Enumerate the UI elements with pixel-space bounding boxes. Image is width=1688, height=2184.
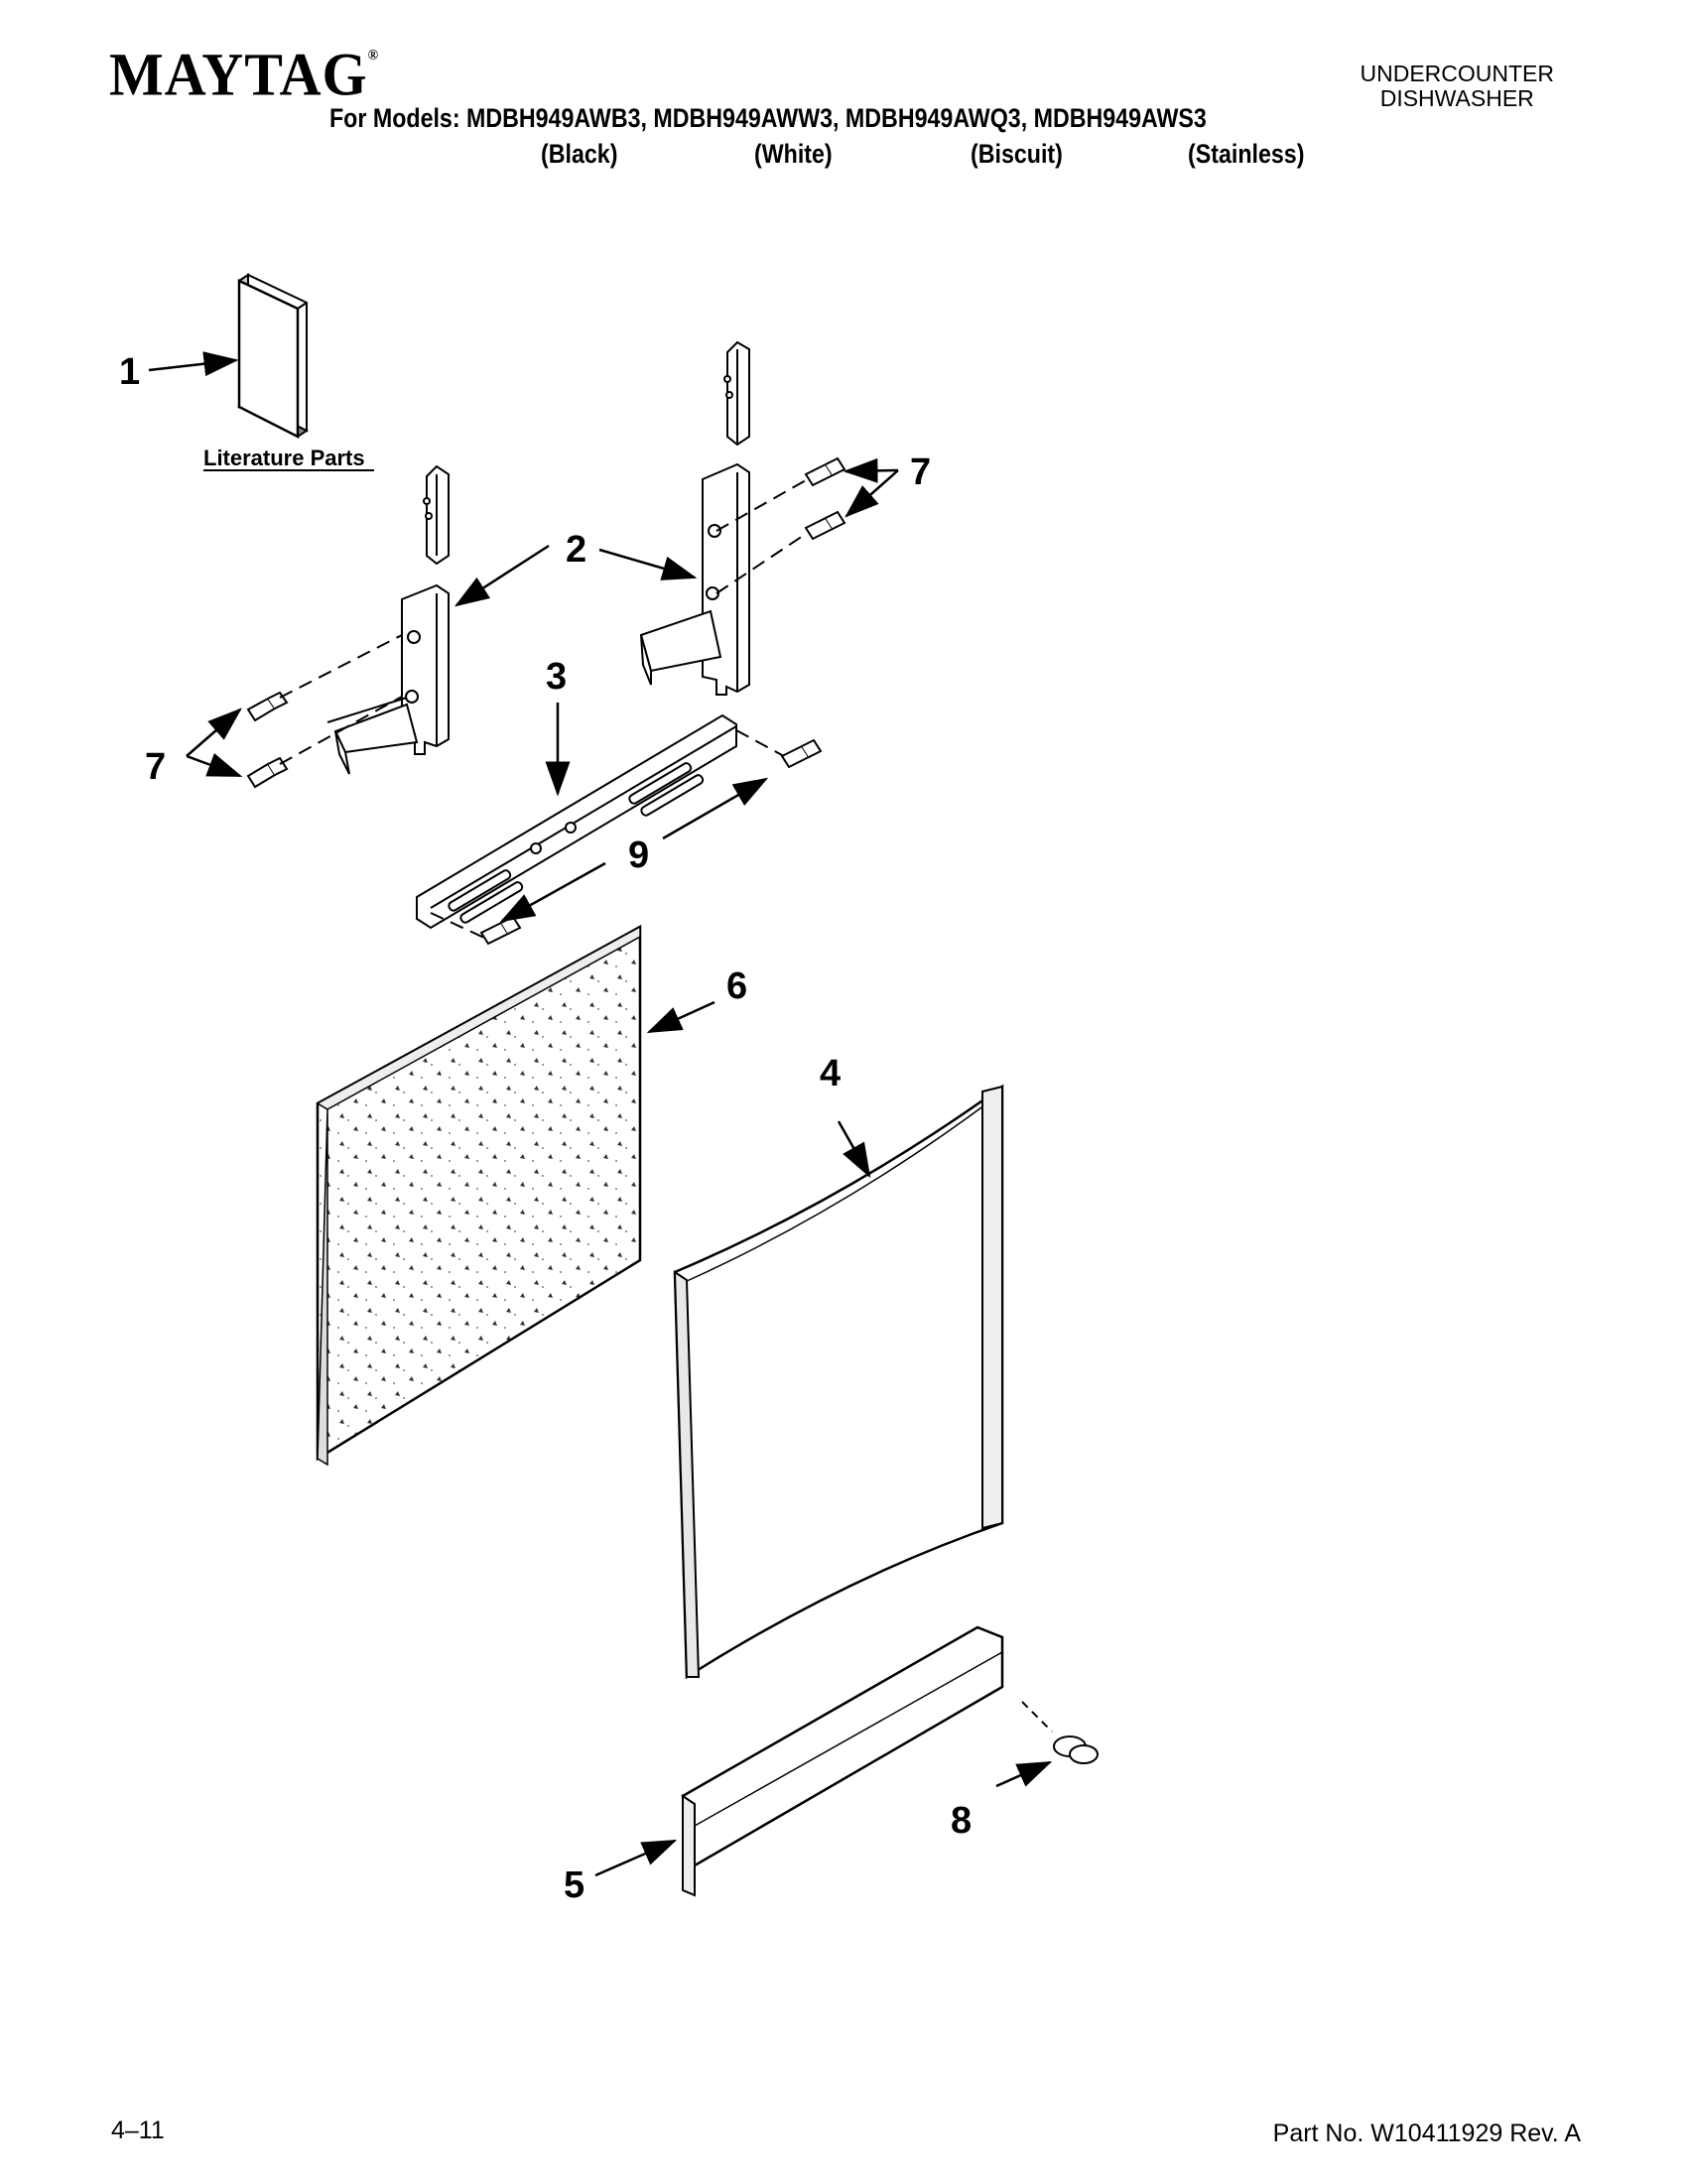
category-line-1: UNDERCOUNTER xyxy=(1360,61,1555,86)
callout-arrows xyxy=(148,351,1053,1877)
callout-8: 8 xyxy=(951,1800,972,1842)
left-hinge-bracket xyxy=(326,464,450,775)
outer-door-panel xyxy=(673,1084,1004,1680)
category-line-2: DISHWASHER xyxy=(1379,85,1534,111)
callout-7-left: 7 xyxy=(145,746,166,788)
callout-1: 1 xyxy=(119,351,140,393)
literature-parts-label: Literature Parts xyxy=(203,446,365,470)
door-panel-insulation xyxy=(316,924,642,1467)
callout-3: 3 xyxy=(546,656,567,698)
callout-7-right: 7 xyxy=(910,451,931,493)
color-stainless: (Stainless) xyxy=(1188,139,1305,169)
brand-logo: MAYTAG® xyxy=(109,41,380,109)
toe-kick-fastener xyxy=(1021,1701,1099,1764)
date-code: 4–11 xyxy=(111,2117,165,2144)
screws-left xyxy=(246,691,289,789)
screws-rail xyxy=(479,738,823,946)
part-number: Part No. W10411929 Rev. A xyxy=(1272,2120,1581,2147)
screws-right xyxy=(804,456,846,541)
callout-4: 4 xyxy=(820,1053,841,1094)
toe-kick-panel xyxy=(681,1625,1004,1897)
color-white: (White) xyxy=(754,139,833,169)
model-list: For Models: MDBH949AWB3, MDBH949AWW3, MD… xyxy=(329,103,1207,133)
color-black: (Black) xyxy=(541,139,618,169)
callout-6: 6 xyxy=(726,965,747,1007)
right-hinge-bracket xyxy=(639,340,750,696)
color-biscuit: (Biscuit) xyxy=(971,139,1063,169)
callout-5: 5 xyxy=(564,1864,584,1906)
callout-2: 2 xyxy=(566,529,586,571)
dashed-leaders xyxy=(279,479,807,940)
support-rail xyxy=(416,713,737,930)
callout-9: 9 xyxy=(628,835,649,876)
literature-parts-booklet xyxy=(236,273,309,440)
product-category: UNDERCOUNTER DISHWASHER xyxy=(1361,62,1555,111)
